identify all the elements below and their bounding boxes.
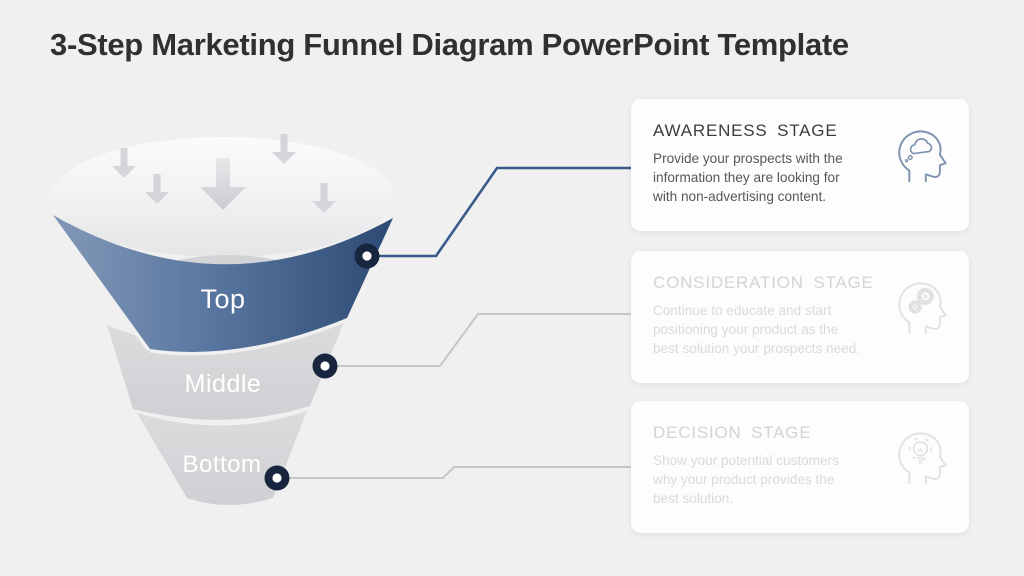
connector-awareness — [367, 166, 640, 258]
card-decision-stage: DECISION STAGE Show your potential custo… — [631, 401, 969, 533]
marker-dot-decision — [264, 465, 290, 491]
card-body-line: positioning your product as the — [653, 322, 839, 337]
card-consideration-stage: CONSIDERATION STAGE Continue to educate … — [631, 251, 969, 383]
card-body-line: best solution. — [653, 491, 734, 506]
card-body-line: why your product provides the — [653, 472, 835, 487]
card-title: AWARENESS STAGE — [653, 121, 838, 140]
card-body: Continue to educate and start positionin… — [653, 301, 949, 358]
card-awareness-stage: AWARENESS STAGE Provide your prospects w… — [631, 99, 969, 231]
connector-consideration — [325, 313, 640, 367]
card-title: CONSIDERATION STAGE — [653, 273, 874, 292]
head-lightbulb-icon — [889, 427, 951, 489]
card-body-line: Continue to educate and start — [653, 303, 832, 318]
marker-dot-consideration — [312, 353, 338, 379]
head-thought-cloud-icon — [889, 125, 951, 187]
funnel-segment-bottom: Bottom — [137, 411, 307, 505]
head-gears-icon — [889, 277, 951, 339]
funnel-segment-top: Top — [53, 215, 393, 352]
card-body-line: Show your potential customers — [653, 453, 839, 468]
card-body-line: Provide your prospects with the — [653, 151, 843, 166]
marker-dot-awareness — [354, 243, 380, 269]
funnel-label-bottom: Bottom — [182, 451, 261, 478]
funnel-label-top: Top — [200, 284, 245, 314]
down-arrows-icon — [112, 134, 336, 213]
card-body-line: with non-advertising content. — [653, 189, 827, 204]
card-body-line: information they are looking for — [653, 170, 840, 185]
card-body: Show your potential customers why your p… — [653, 451, 949, 508]
card-body: Provide your prospects with the informat… — [653, 149, 949, 206]
page-title: 3-Step Marketing Funnel Diagram PowerPoi… — [50, 27, 849, 62]
funnel-label-middle: Middle — [185, 370, 262, 398]
card-title: DECISION STAGE — [653, 423, 812, 442]
card-body-line: best solution your prospects need. — [653, 341, 861, 356]
connector-decision — [277, 466, 640, 479]
